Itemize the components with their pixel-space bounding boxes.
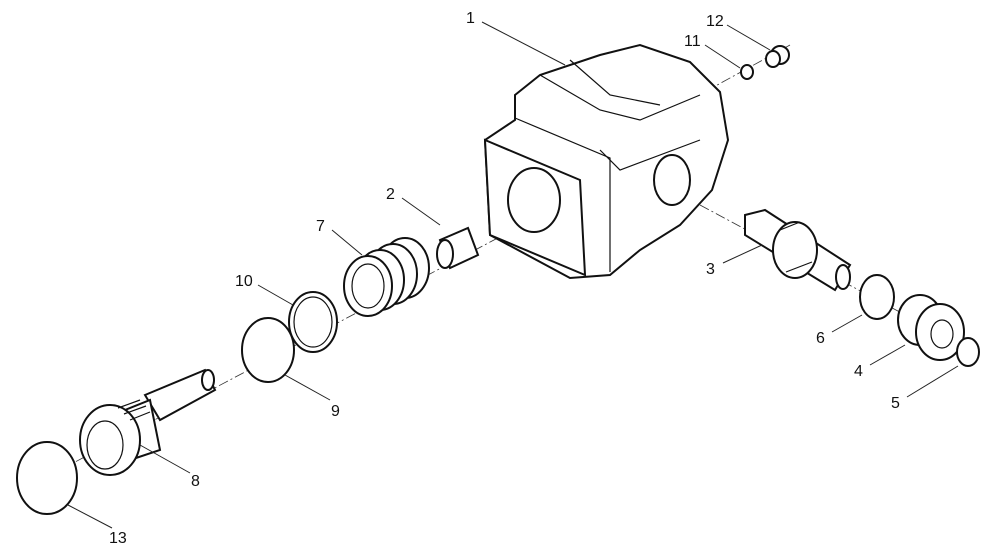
callout-5: 5 (891, 395, 900, 412)
callout-9: 9 (331, 403, 340, 420)
callout-4: 4 (854, 363, 863, 380)
callout-8: 8 (191, 473, 200, 490)
callout-2: 2 (386, 186, 395, 203)
callout-7: 7 (316, 218, 325, 235)
callout-10: 10 (235, 273, 253, 290)
callout-11: 11 (684, 33, 701, 50)
part-6-ring (859, 274, 895, 320)
part-13-ring (16, 441, 78, 515)
callout-12: 12 (706, 13, 724, 30)
part-7-spring (343, 237, 430, 317)
leader-lines (67, 21, 959, 529)
part-12-bushing (765, 45, 790, 68)
callout-1: 1 (466, 10, 475, 27)
part-3-gear-shaft (744, 208, 852, 292)
part-5-ring (956, 337, 980, 367)
part-4-nut (897, 294, 965, 361)
part-8-shaft (79, 368, 217, 476)
part-2-bushing (436, 226, 480, 270)
part-10-ring (288, 291, 338, 353)
callout-13: 13 (109, 530, 127, 547)
callout-6: 6 (816, 330, 825, 347)
part-1-housing (483, 43, 730, 280)
part-9-ring (241, 317, 295, 383)
part-11-ring (740, 64, 754, 80)
callout-3: 3 (706, 261, 715, 278)
